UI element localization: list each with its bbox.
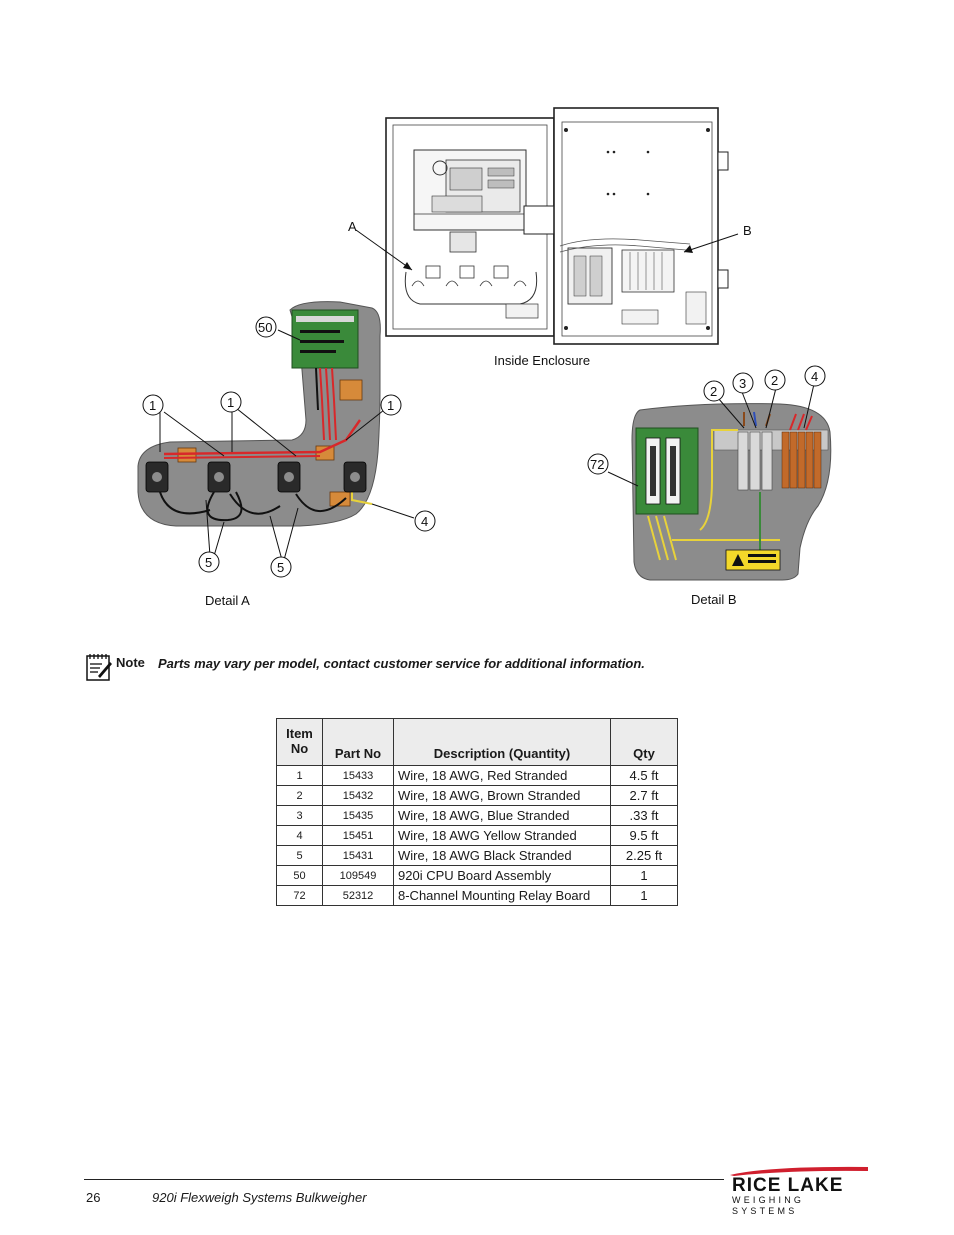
cell-part: 109549	[322, 865, 394, 886]
table-row: 72 52312 8-Channel Mounting Relay Board …	[276, 885, 678, 906]
cell-item: 3	[276, 805, 323, 826]
callout-50: 50	[258, 320, 272, 335]
callout-5: 5	[277, 560, 284, 575]
cell-desc: Wire, 18 AWG, Brown Stranded	[393, 785, 611, 806]
inside-enclosure-drawing: A B Inside Enclosure	[348, 107, 752, 368]
header-item-no: Item No	[276, 718, 323, 766]
marker-b: B	[743, 223, 752, 238]
inside-enclosure-caption: Inside Enclosure	[494, 353, 590, 368]
header-item-line1: Item	[286, 726, 313, 741]
callout-5: 5	[205, 555, 212, 570]
cell-item: 1	[276, 765, 323, 786]
page-number: 26	[86, 1190, 101, 1205]
cell-qty: 1	[610, 885, 678, 906]
rice-lake-logo: RICE LAKE WEIGHING SYSTEMS	[728, 1166, 870, 1216]
table-row: 5 15431 Wire, 18 AWG Black Stranded 2.25…	[276, 845, 678, 866]
table-header-row: Item No Part No Description (Quantity) Q…	[276, 718, 678, 766]
cell-item: 4	[276, 825, 323, 846]
note-pad-icon	[86, 654, 112, 681]
assembly-figure: A B Inside Enclosure	[137, 107, 832, 608]
cell-desc: Wire, 18 AWG, Red Stranded	[393, 765, 611, 786]
callout-1: 1	[149, 398, 156, 413]
cell-part: 15433	[322, 765, 394, 786]
cell-qty: .33 ft	[610, 805, 678, 826]
detail-b-drawing: 2 3 2 4 72 Detail B	[587, 365, 832, 607]
note-row: Note Parts may vary per model, contact c…	[84, 652, 884, 684]
cell-qty: 2.25 ft	[610, 845, 678, 866]
cell-qty: 2.7 ft	[610, 785, 678, 806]
header-part-no: Part No	[322, 718, 394, 766]
callout-4: 4	[421, 514, 428, 529]
logo-top-text: RICE LAKE	[732, 1175, 844, 1196]
cell-part: 15431	[322, 845, 394, 866]
cell-desc: Wire, 18 AWG, Blue Stranded	[393, 805, 611, 826]
cell-item: 72	[276, 885, 323, 906]
cell-qty: 4.5 ft	[610, 765, 678, 786]
detail-a-caption: Detail A	[205, 593, 250, 608]
table-row: 3 15435 Wire, 18 AWG, Blue Stranded .33 …	[276, 805, 678, 826]
note-text: Parts may vary per model, contact custom…	[158, 656, 645, 671]
cell-qty: 1	[610, 865, 678, 886]
header-description: Description (Quantity)	[393, 718, 611, 766]
callout-3: 3	[739, 376, 746, 391]
header-item-line2: No	[290, 741, 309, 756]
cell-desc: 920i CPU Board Assembly	[393, 865, 611, 886]
cell-desc: 8-Channel Mounting Relay Board	[393, 885, 611, 906]
cell-desc: Wire, 18 AWG Yellow Stranded	[393, 825, 611, 846]
logo-bottom-text: WEIGHING SYSTEMS	[732, 1195, 805, 1216]
marker-a: A	[348, 219, 357, 234]
cell-part: 52312	[322, 885, 394, 906]
table-row: 2 15432 Wire, 18 AWG, Brown Stranded 2.7…	[276, 785, 678, 806]
table-row: 4 15451 Wire, 18 AWG Yellow Stranded 9.5…	[276, 825, 678, 846]
table-row: 50 109549 920i CPU Board Assembly 1	[276, 865, 678, 886]
callout-4: 4	[811, 369, 818, 384]
callout-1: 1	[387, 398, 394, 413]
cell-desc: Wire, 18 AWG Black Stranded	[393, 845, 611, 866]
detail-a-drawing: 50 1 1 1 4 5 5 Detail A	[137, 301, 436, 608]
callout-2: 2	[771, 373, 778, 388]
table-row: 1 15433 Wire, 18 AWG, Red Stranded 4.5 f…	[276, 765, 678, 786]
document-title: 920i Flexweigh Systems Bulkweigher	[152, 1190, 367, 1205]
callout-72: 72	[590, 457, 604, 472]
header-qty: Qty	[610, 718, 678, 766]
cell-part: 15435	[322, 805, 394, 826]
detail-b-caption: Detail B	[691, 592, 737, 607]
cell-item: 50	[276, 865, 323, 886]
note-label: Note	[116, 655, 145, 670]
cell-qty: 9.5 ft	[610, 825, 678, 846]
cell-item: 5	[276, 845, 323, 866]
logo-swoosh-icon	[730, 1166, 868, 1176]
cell-item: 2	[276, 785, 323, 806]
cell-part: 15451	[322, 825, 394, 846]
footer-rule	[84, 1179, 724, 1180]
callout-1: 1	[227, 395, 234, 410]
cell-part: 15432	[322, 785, 394, 806]
callout-2: 2	[710, 384, 717, 399]
parts-table: Item No Part No Description (Quantity) Q…	[276, 718, 678, 906]
